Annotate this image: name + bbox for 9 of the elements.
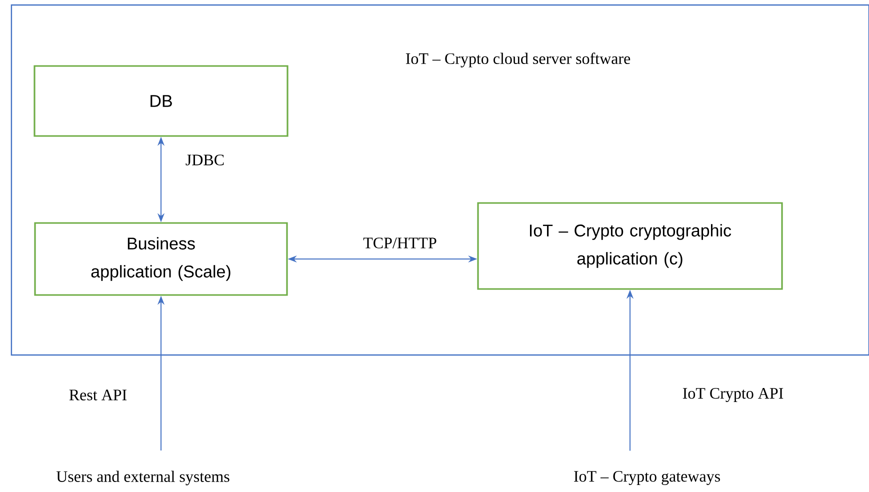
process-box: Business application (Scale) <box>34 222 288 296</box>
edge-label: IoT Crypto API <box>682 388 784 402</box>
edge-label: JDBC <box>186 154 224 166</box>
edge-label: Rest API <box>69 390 127 400</box>
endpoint-label: IoT – Crypto gateways <box>574 471 720 486</box>
process-box: IoT – Crypto cryptographic application (c) <box>477 202 783 290</box>
edge-label: TCP/HTTP <box>363 238 436 248</box>
endpoint-label: Users and external systems <box>56 470 230 486</box>
process-box: DB <box>34 65 288 137</box>
